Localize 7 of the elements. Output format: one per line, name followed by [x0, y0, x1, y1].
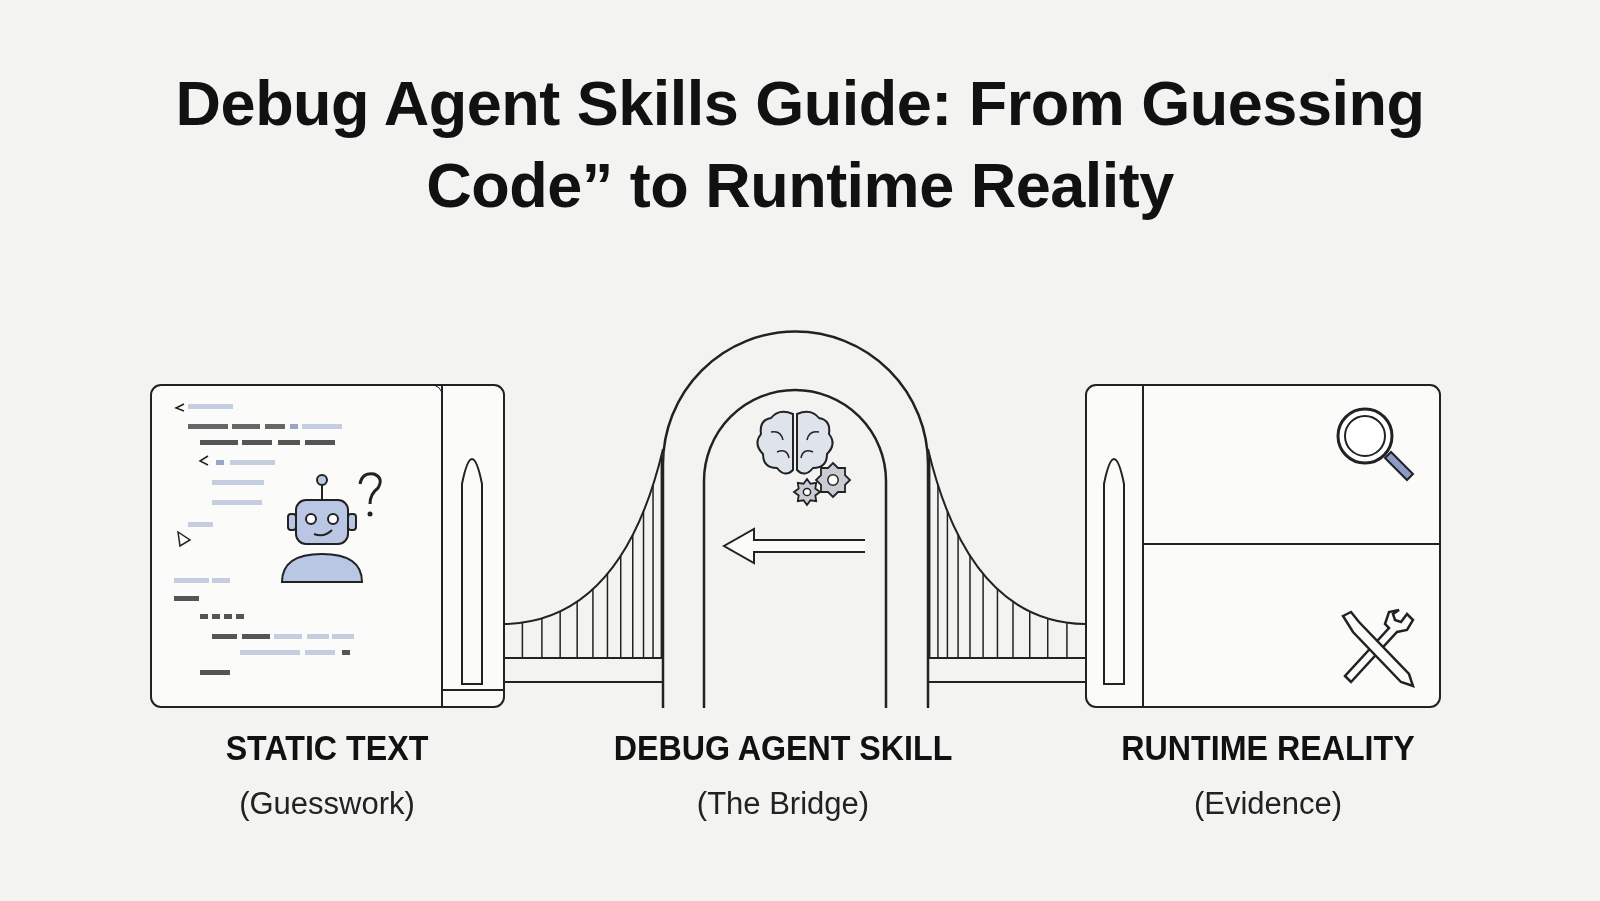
panel-heading: STATIC TEXT: [224, 728, 430, 768]
panel-heading: RUNTIME REALITY: [1120, 728, 1416, 768]
panel-subtitle: (The Bridge): [695, 786, 871, 822]
panel-heading: DEBUG AGENT SKILL: [612, 728, 954, 768]
panel-subtitle: (Guesswork): [238, 786, 416, 822]
panel-subtitle: (Evidence): [1192, 786, 1344, 822]
diagram-title: Debug Agent Skills Guide: From Guessing Code” to Runtime Reality: [174, 67, 1426, 222]
